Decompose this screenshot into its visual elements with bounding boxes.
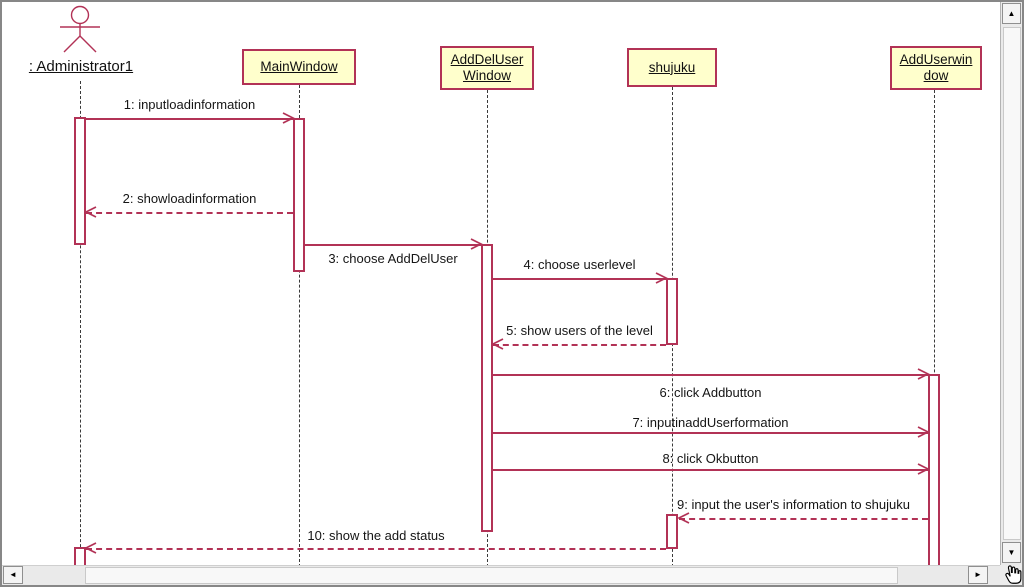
scroll-right-icon: ► <box>974 570 982 579</box>
activation-bar-administrator1-2[interactable] <box>74 547 86 565</box>
arrowhead-left-icon <box>84 542 97 554</box>
arrowhead-left-icon <box>677 512 690 524</box>
activation-bar-shujuku-1[interactable] <box>666 278 678 345</box>
lifeline-mainwindow <box>299 85 300 565</box>
object-box-mainwindow[interactable]: MainWindow <box>242 49 356 85</box>
message-label[interactable]: 4: choose userlevel <box>523 257 636 272</box>
activation-bar-administrator1-1[interactable] <box>74 117 86 245</box>
message-label[interactable]: 2: showloadinformation <box>122 191 257 206</box>
horizontal-scrollbar-thumb[interactable] <box>85 567 898 584</box>
scroll-right-button[interactable]: ► <box>968 566 988 584</box>
arrowhead-right-icon <box>917 368 930 380</box>
object-box-adduserwindow[interactable]: AddUserwin dow <box>890 46 982 90</box>
lifeline-adduserwindow <box>934 90 935 565</box>
object-label: AddDelUser <box>450 52 524 67</box>
arrowhead-left-icon <box>491 338 504 350</box>
object-label: dow <box>923 68 949 83</box>
object-box-adddeluserwindow[interactable]: AddDelUser Window <box>440 46 534 90</box>
arrowhead-right-icon <box>282 112 295 124</box>
object-label: Window <box>462 68 511 83</box>
scroll-down-button[interactable]: ▼ <box>1002 542 1021 563</box>
activation-bar-adduserwindow[interactable] <box>928 374 940 565</box>
hand-cursor-icon <box>1005 565 1022 584</box>
object-label: shujuku <box>648 59 696 75</box>
horizontal-scrollbar[interactable]: ◄ ► <box>2 565 1000 585</box>
scroll-up-icon: ▲ <box>1007 8 1016 18</box>
actor-label[interactable]: : Administrator1 <box>28 58 134 75</box>
activation-bar-mainwindow[interactable] <box>293 118 305 272</box>
scroll-down-icon: ▼ <box>1007 547 1016 557</box>
message-label[interactable]: 5: show users of the level <box>506 323 653 338</box>
arrowhead-right-icon <box>655 272 668 284</box>
message-label[interactable]: 1: inputloadinformation <box>123 97 256 112</box>
message-label[interactable]: 10: show the add status <box>307 528 445 543</box>
actor-icon[interactable] <box>59 5 103 55</box>
message-label[interactable]: 3: choose AddDelUser <box>328 251 458 266</box>
vertical-scrollbar-thumb[interactable] <box>1003 27 1021 540</box>
arrowhead-right-icon <box>917 426 930 438</box>
activation-bar-adddeluserwindow[interactable] <box>481 244 493 532</box>
message-label[interactable]: 6: click Addbutton <box>659 385 762 400</box>
message-label[interactable]: 7: inputinaddUserformation <box>632 415 789 430</box>
arrowhead-right-icon <box>917 463 930 475</box>
arrowhead-left-icon <box>84 206 97 218</box>
vertical-scrollbar[interactable]: ▲ ▼ <box>1000 2 1022 565</box>
scroll-left-button[interactable]: ◄ <box>3 566 23 584</box>
object-label: MainWindow <box>260 59 338 74</box>
object-label: AddUserwin <box>899 52 973 67</box>
arrowhead-right-icon <box>470 238 483 250</box>
scroll-up-button[interactable]: ▲ <box>1002 3 1021 24</box>
message-label[interactable]: 9: input the user's information to shuju… <box>676 497 910 512</box>
sequence-diagram-canvas[interactable]: : Administrator1 MainWindow AddDelUser W… <box>2 2 1000 565</box>
activation-bar-shujuku-2[interactable] <box>666 514 678 549</box>
message-label[interactable]: 8: click Okbutton <box>662 451 759 466</box>
object-box-shujuku[interactable]: shujuku <box>627 48 717 87</box>
lifeline-administrator1 <box>80 81 81 565</box>
scroll-left-icon: ◄ <box>9 570 17 579</box>
